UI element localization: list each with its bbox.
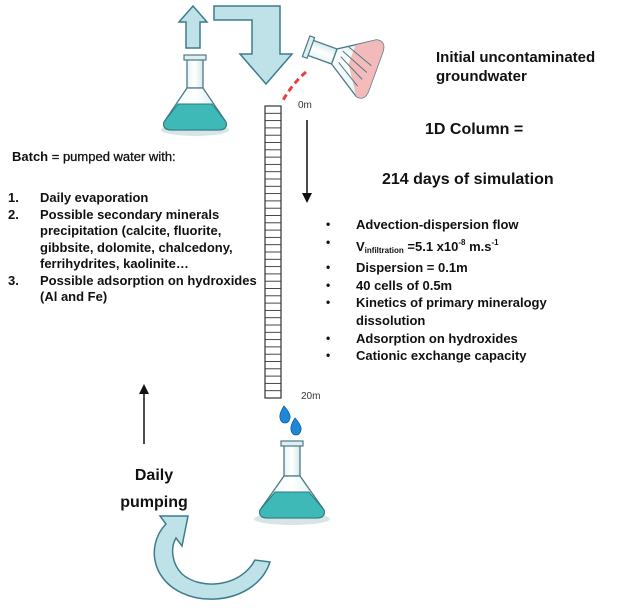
v-exponent: -8 <box>458 237 466 247</box>
tilted-flask-icon <box>301 35 385 99</box>
list-item: • Adsorption on hydroxides <box>326 330 641 348</box>
bullet: • <box>326 277 331 292</box>
item-number: 3. <box>8 272 19 288</box>
water-drop-icon <box>279 405 302 436</box>
pour-stream <box>280 70 307 103</box>
item-text: Possible secondary minerals precipitatio… <box>40 206 233 272</box>
flask-icon <box>254 440 330 525</box>
pumping-line2: pumping <box>120 494 188 511</box>
column-title: 1D Column = <box>425 121 524 138</box>
v-subscript: infiltration <box>364 245 404 255</box>
item-text: Cationic exchange capacity <box>356 348 527 364</box>
v-value: =5.1 x10 <box>403 238 459 254</box>
column-properties-list: • Advection-dispersion flow • Vinfiltratio… <box>326 216 641 365</box>
bullet: • <box>326 217 331 231</box>
list-item: 2. Possible secondary minerals precipitat… <box>8 207 258 273</box>
initial-groundwater-label: Initial uncontaminated groundwater <box>436 48 595 86</box>
flask-icon <box>161 54 229 136</box>
item-text: Daily evaporation <box>40 190 149 205</box>
pumping-line1: Daily <box>134 467 174 484</box>
item-text: Possible adsorption on hydroxides (Al an… <box>40 272 257 305</box>
batch-rest: = pumped water with: <box>48 149 176 164</box>
bullet: • <box>326 234 331 249</box>
item-text: Adsorption on hydroxides <box>356 330 518 346</box>
depth-top-label: 0m <box>298 100 312 111</box>
list-item: 3. Possible adsorption on hydroxides (Al … <box>8 273 258 306</box>
v-unit: m.s <box>465 238 492 254</box>
bullet: • <box>326 295 331 310</box>
v-unit-exponent: -1 <box>491 237 499 247</box>
soil-column <box>264 105 282 399</box>
bullet: • <box>326 348 331 363</box>
list-item: • Dispersion = 0.1m <box>326 259 641 277</box>
up-arrow-icon <box>139 384 149 444</box>
item-text: Advection-dispersion flow <box>356 217 519 232</box>
simulation-days: 214 days of simulation <box>382 171 554 188</box>
item-number: 2. <box>8 206 19 222</box>
bullet: • <box>326 260 331 275</box>
batch-title: Batch = pumped water with: <box>12 149 176 164</box>
item-text: Dispersion = 0.1m <box>356 260 468 276</box>
up-arrow-icon <box>177 4 209 49</box>
infiltration-velocity: Vinfiltration =5.1 x10-8 m.s-1 <box>356 237 499 255</box>
down-arrow-icon <box>302 120 312 203</box>
pumping-arrow-icon <box>153 515 271 600</box>
initial-line2: groundwater <box>436 68 527 85</box>
item-number: 1. <box>8 190 19 205</box>
list-item: • 40 cells of 0.5m <box>326 277 641 295</box>
item-text: 40 cells of 0.5m <box>356 277 453 293</box>
list-item: • Vinfiltration =5.1 x10-8 m.s-1 <box>326 234 641 260</box>
list-item: • Kinetics of primary mineralogy dissolut… <box>326 294 616 329</box>
batch-bold: Batch <box>12 149 49 164</box>
list-item: • Cationic exchange capacity <box>326 347 641 365</box>
depth-bottom-label: 20m <box>301 391 321 402</box>
item-text: Kinetics of primary mineralogy dissoluti… <box>356 295 547 328</box>
list-item: • Advection-dispersion flow <box>326 216 641 234</box>
daily-pumping-label: Daily pumping <box>118 462 190 516</box>
batch-list: 1. Daily evaporation 2. Possible secondary… <box>8 190 258 306</box>
v-symbol: V <box>356 238 365 254</box>
bullet: • <box>326 330 331 345</box>
list-item: 1. Daily evaporation <box>8 190 258 207</box>
initial-line1: Initial uncontaminated <box>436 49 596 66</box>
bent-arrow-icon <box>213 5 294 86</box>
